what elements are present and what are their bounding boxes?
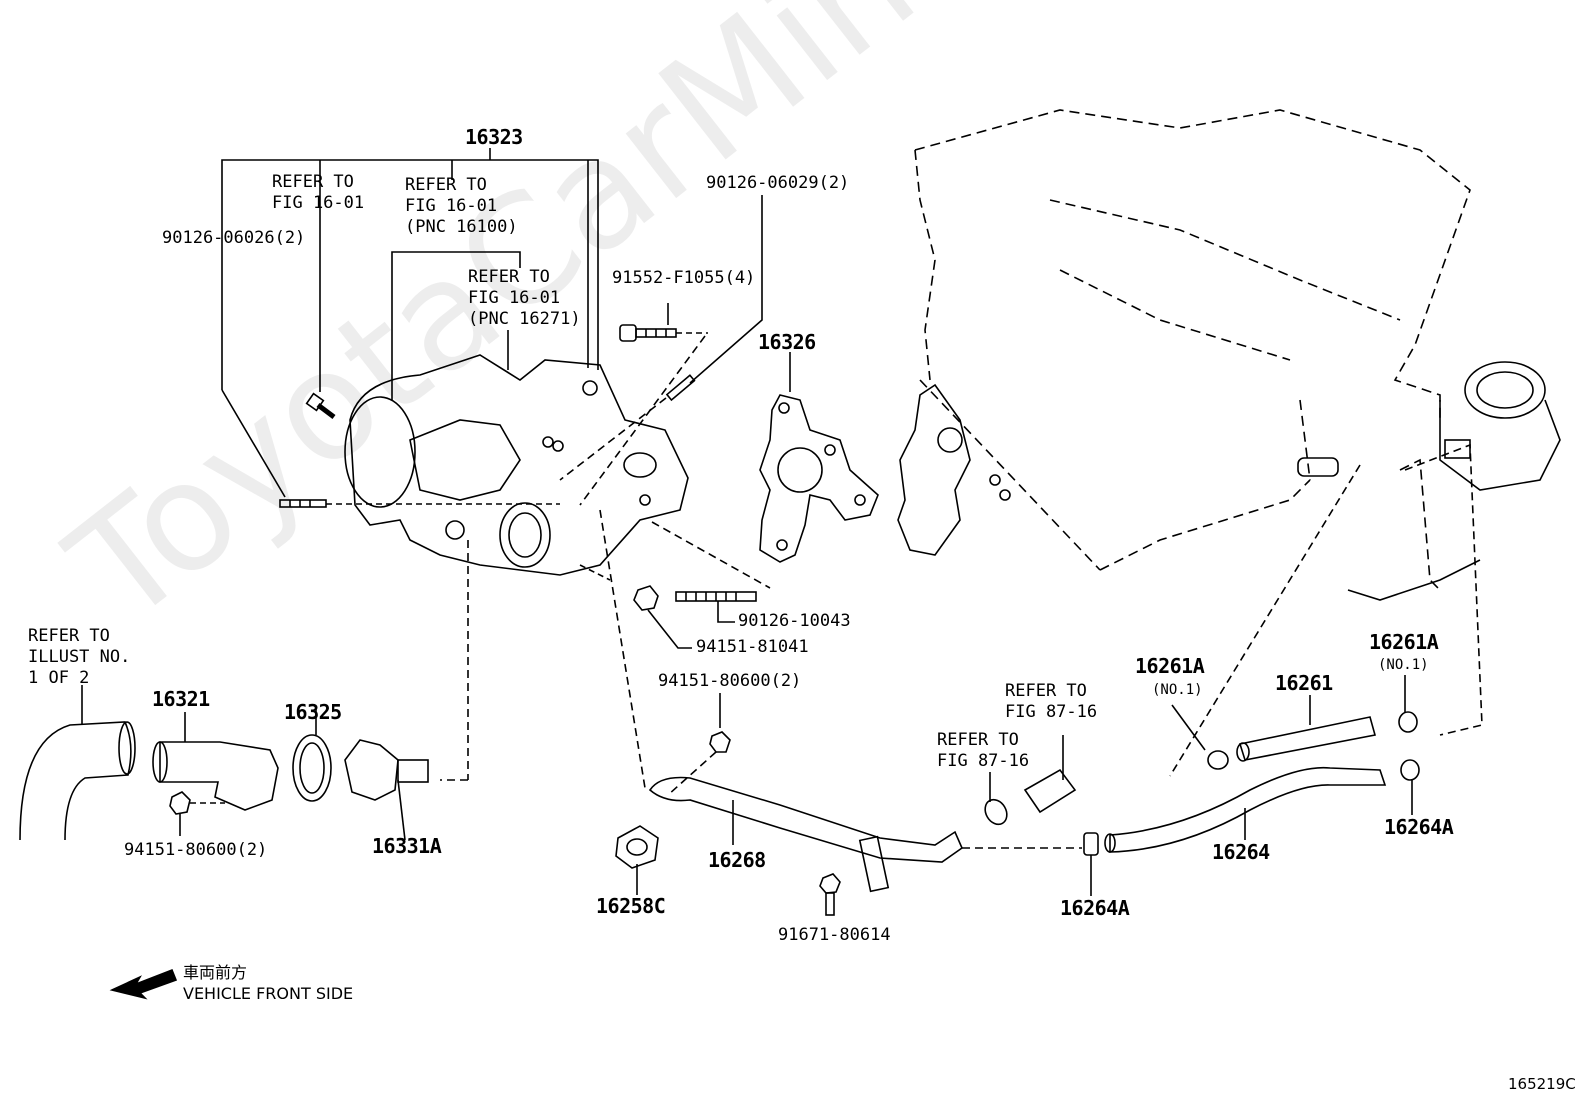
refer-line: FIG 16-01 [272, 193, 365, 213]
refer-fig-16-01-b: REFER TO FIG 16-01 (PNC 16100) [405, 175, 518, 238]
gasket-16326-icon [759, 352, 879, 563]
gasket-16258c-icon [615, 825, 659, 895]
label-no1-left: (NO.1) [1152, 682, 1203, 698]
leader-16323 [221, 148, 599, 498]
label-16261a-left: 16261A [1135, 654, 1205, 678]
water-inlet-16321-icon [152, 712, 279, 836]
label-94151-80600-top: 94151-80600(2) [658, 671, 802, 691]
clamp-refer-87-icon [984, 735, 1077, 826]
refer-illust-no-1: REFER TO ILLUST NO. 1 OF 2 [28, 626, 130, 689]
engine-block-icon [914, 109, 1471, 571]
label-16261a-right: 16261A [1369, 630, 1439, 654]
refer-line: REFER TO [272, 172, 354, 192]
gasket-16325-icon [292, 708, 332, 802]
refer-line: REFER TO [937, 730, 1019, 750]
refer-fig-16-01-c: REFER TO FIG 16-01 (PNC 16271) [468, 267, 581, 330]
refer-line: REFER TO [468, 267, 550, 287]
label-16258c: 16258C [596, 894, 666, 918]
throttle-body-icon [1297, 361, 1561, 601]
refer-fig-87-16-a: REFER TO FIG 87-16 [1005, 681, 1097, 723]
label-16264: 16264 [1212, 840, 1270, 864]
label-90126-06026: 90126-06026(2) [162, 228, 306, 248]
label-94151-81041: 94151-81041 [696, 637, 809, 657]
figure-code: 165219C [1508, 1075, 1576, 1093]
refer-line: REFER TO [28, 626, 110, 646]
clamp-16264a-mid-icon [1083, 832, 1099, 896]
thermostat-16331a-icon [344, 739, 429, 841]
refer-line: ILLUST NO. [28, 647, 131, 667]
label-16321: 16321 [152, 687, 210, 711]
water-pump-housing-icon [344, 354, 689, 581]
label-91552-f1055: 91552-F1055(4) [612, 268, 756, 288]
refer-line: REFER TO [1005, 681, 1087, 701]
bolt-91671-icon [819, 873, 841, 916]
pipe-16268-icon [648, 776, 1082, 893]
refer-pnc: (PNC 16100) [405, 217, 518, 237]
stud-90126-06029-icon [559, 195, 763, 481]
label-16323: 16323 [465, 125, 523, 149]
engine-front-icon [897, 383, 1011, 556]
refer-fig-87-16-b: REFER TO FIG 87-16 [937, 730, 1029, 772]
clamp-16261a-right-icon [1398, 443, 1483, 736]
refer-line: FIG 16-01 [405, 196, 498, 216]
nut-94151-81041-icon [633, 585, 692, 649]
hose-16264-icon [1104, 766, 1387, 853]
clamp-16264a-right-icon [1400, 759, 1420, 815]
bolt-91552-icon [579, 303, 708, 506]
direction-label-jp: 車両前方 [183, 963, 248, 982]
clamp-16261a-left-icon [1169, 464, 1361, 777]
bolt-top-left-icon [305, 392, 336, 419]
refer-fig-16-01-a: REFER TO FIG 16-01 [272, 172, 364, 214]
refer-line: FIG 87-16 [1005, 702, 1098, 722]
label-94151-80600-bottom: 94151-80600(2) [124, 840, 268, 860]
refer-line: FIG 87-16 [937, 751, 1030, 771]
label-no1-right: (NO.1) [1378, 657, 1429, 673]
refer-pnc: (PNC 16271) [468, 309, 581, 329]
stud-90126-10043-icon [651, 521, 771, 623]
label-90126-10043: 90126-10043 [738, 611, 851, 631]
refer-line: FIG 16-01 [468, 288, 561, 308]
label-16325: 16325 [284, 700, 342, 724]
refer-line: REFER TO [405, 175, 487, 195]
refer-line: 1 OF 2 [28, 668, 90, 688]
label-16326: 16326 [758, 330, 816, 354]
label-16264a-right: 16264A [1384, 815, 1454, 839]
direction-label-en: VEHICLE FRONT SIDE [183, 984, 354, 1003]
label-16268: 16268 [708, 848, 766, 872]
label-16264a-mid: 16264A [1060, 896, 1130, 920]
radiator-hose-icon [19, 685, 136, 841]
nut-94151-80600-icon [667, 693, 731, 796]
hose-16261-icon [1236, 695, 1377, 762]
label-90126-06029: 90126-06029(2) [706, 173, 850, 193]
front-direction-arrow-icon [109, 968, 178, 1000]
label-16331a: 16331A [372, 834, 442, 858]
label-16261: 16261 [1275, 671, 1333, 695]
label-91671-80614: 91671-80614 [778, 925, 891, 945]
leader-16268-dashed [599, 509, 646, 789]
